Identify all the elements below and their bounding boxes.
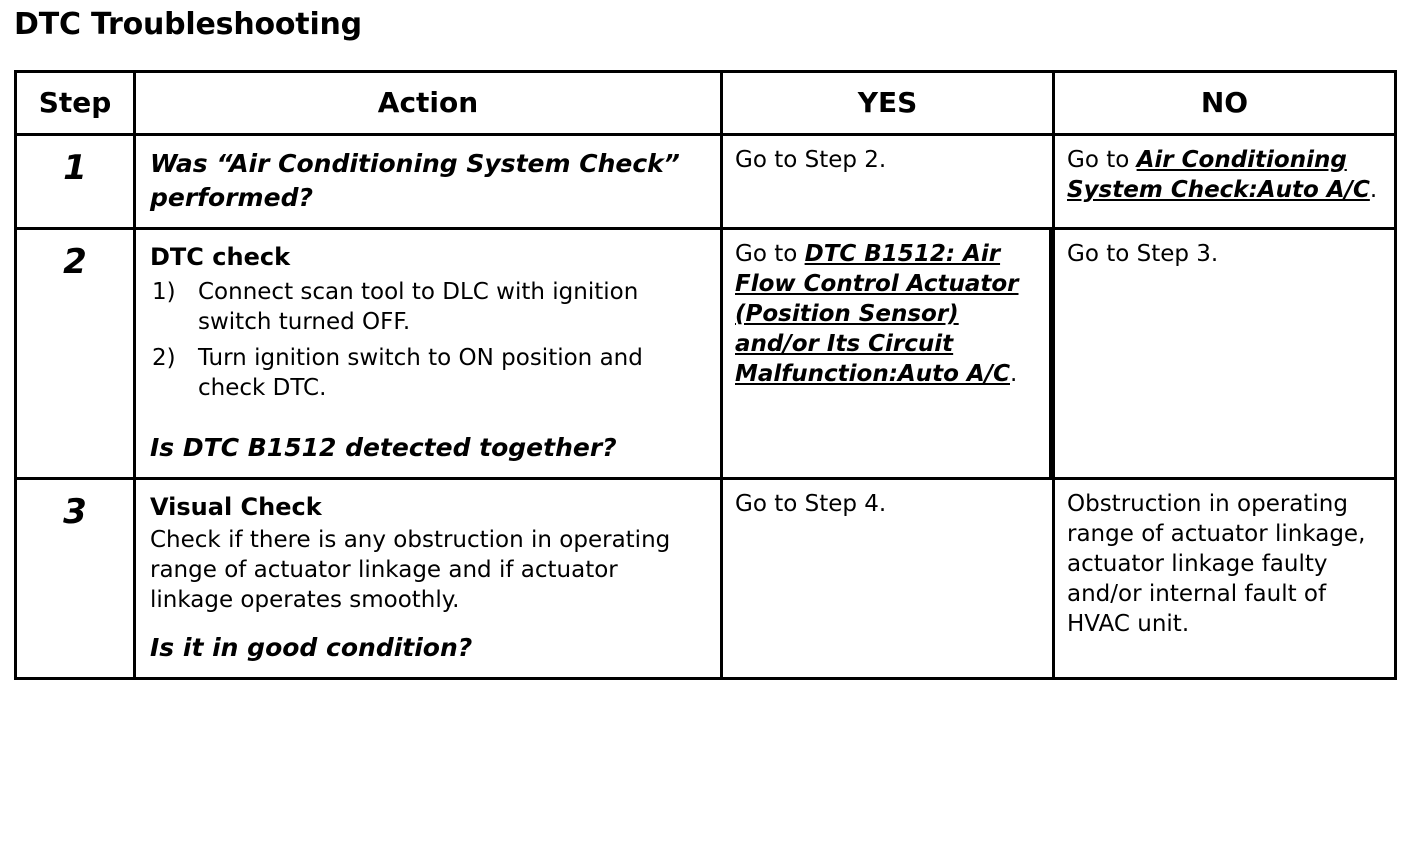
no-cell-3: Obstruction in operating range of actuat… [1052, 477, 1397, 680]
step-number-cell-2: 2 [14, 227, 136, 480]
action-cell-2: DTC check 1) Connect scan tool to DLC wi… [133, 227, 723, 480]
column-header-action: Action [133, 70, 723, 136]
table-row: 3 Visual Check Check if there is any obs… [14, 477, 1397, 680]
column-header-no: NO [1052, 70, 1397, 136]
no-text-3: Obstruction in operating range of actuat… [1067, 491, 1366, 637]
dtc-troubleshooting-table: Step Action YES NO 1 Was [14, 70, 1397, 680]
column-header-yes: YES [720, 70, 1055, 136]
step-number-cell-3: 3 [14, 477, 136, 680]
column-header-step-label: Step [38, 86, 112, 119]
table-row: 2 DTC check 1) Connect scan tool to DLC … [14, 227, 1397, 480]
yes-text-3: Go to Step 4. [735, 491, 887, 517]
yes-cell-1: Go to Step 2. [720, 133, 1055, 230]
step-number-2: 2 [63, 242, 87, 282]
yes-xref-link-2[interactable]: DTC B1512: Air Flow Control Actuator (Po… [735, 241, 1019, 387]
yes-suffix-2: . [1010, 361, 1018, 387]
no-xref-link-1[interactable]: Air Conditioning System Check:Auto A/C [1067, 147, 1370, 203]
substep-number: 2) [152, 345, 176, 371]
no-suffix-1: . [1369, 177, 1378, 203]
action-question-3: Is it in good condition? [150, 633, 473, 662]
column-header-action-label: Action [377, 86, 479, 119]
column-header-step: Step [14, 70, 136, 136]
action-cell-1: Was “Air Conditioning System Check” perf… [133, 133, 723, 230]
step-number-1: 1 [63, 148, 87, 188]
action-question-2: Is DTC B1512 detected together? [150, 433, 617, 462]
table-row: 1 Was “Air Conditioning System Check” pe… [14, 133, 1397, 230]
no-cell-2: Go to Step 3. [1052, 227, 1397, 480]
column-header-no-label: NO [1200, 86, 1249, 119]
no-text-2: Go to Step 3. [1067, 241, 1219, 267]
spacer [150, 409, 708, 431]
substep-number: 1) [152, 279, 176, 305]
table-header-row: Step Action YES NO [14, 70, 1397, 136]
action-body-3: Check if there is any obstruction in ope… [150, 527, 671, 613]
action-question-1: Was “Air Conditioning System Check” perf… [150, 149, 680, 212]
action-substep-item: 1) Connect scan tool to DLC with ignitio… [150, 277, 708, 337]
action-substep-item: 2) Turn ignition switch to ON position a… [150, 343, 708, 403]
yes-prefix-2: Go to [735, 241, 805, 267]
step-number-3: 3 [63, 492, 87, 532]
yes-cell-3: Go to Step 4. [720, 477, 1055, 680]
substep-text: Turn ignition switch to ON position and … [198, 345, 643, 401]
action-substep-list-2: 1) Connect scan tool to DLC with ignitio… [150, 277, 708, 403]
no-prefix-1: Go to [1067, 147, 1137, 173]
spacer [150, 615, 708, 631]
step-number-cell-1: 1 [14, 133, 136, 230]
action-cell-3: Visual Check Check if there is any obstr… [133, 477, 723, 680]
no-cell-1: Go to Air Conditioning System Check:Auto… [1052, 133, 1397, 230]
column-header-yes-label: YES [857, 86, 918, 119]
substep-text: Connect scan tool to DLC with ignition s… [198, 279, 639, 335]
yes-text-1: Go to Step 2. [735, 147, 887, 173]
yes-cell-2: Go to DTC B1512: Air Flow Control Actuat… [720, 227, 1055, 480]
action-heading-2: DTC check [150, 243, 291, 271]
action-heading-3: Visual Check [150, 493, 322, 521]
page-title: DTC Troubleshooting [14, 7, 362, 42]
